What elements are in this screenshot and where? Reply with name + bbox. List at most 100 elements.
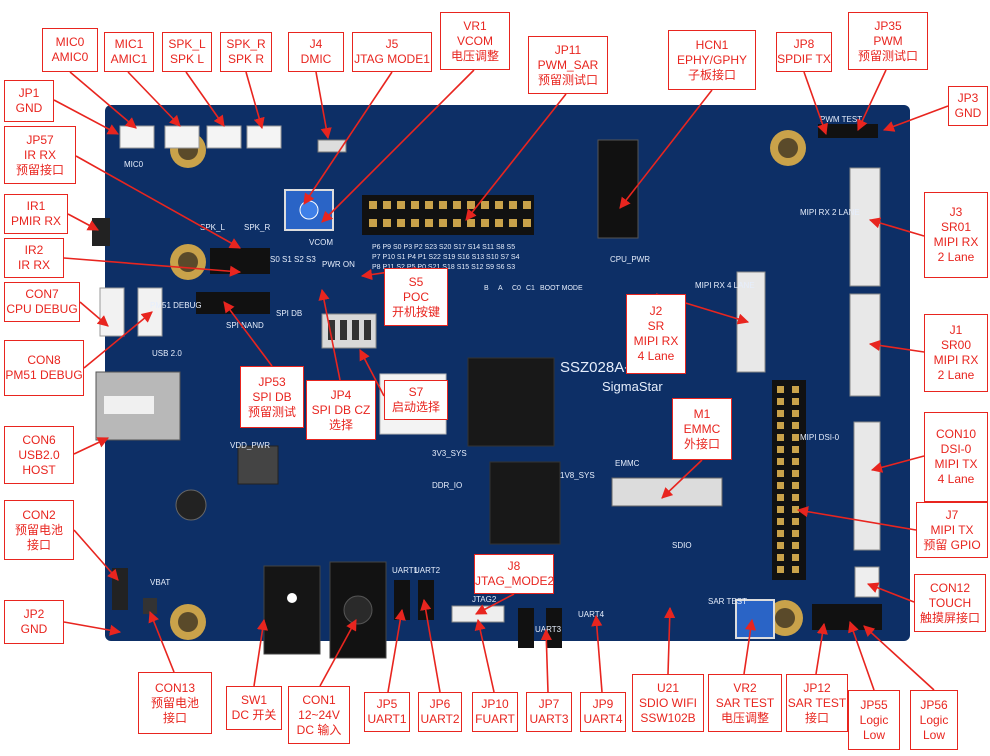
header-pin — [792, 410, 799, 417]
leader-line-mic0 — [69, 71, 137, 129]
header-pin — [369, 201, 377, 209]
dram-chip — [489, 461, 561, 545]
header-pin — [777, 446, 784, 453]
callout-line: J7 — [945, 507, 959, 522]
callout-line: U21 — [656, 680, 679, 695]
header-pin — [397, 201, 405, 209]
leader-line-mic1 — [127, 71, 181, 127]
electrolytic-capacitor — [175, 489, 207, 521]
callout-line: DC 开关 — [231, 708, 277, 722]
silkscreen-label: PWM TEST — [820, 115, 862, 124]
header-pin — [792, 386, 799, 393]
callout-line: CPU DEBUG — [6, 302, 78, 316]
silkscreen-label: UART1 — [392, 566, 419, 575]
callout-line: SW1 — [240, 693, 267, 707]
callout-line: S5 — [408, 274, 424, 289]
callout-line: SR01 — [940, 220, 972, 234]
header-pin — [792, 434, 799, 441]
callout-line: J8 — [507, 559, 521, 573]
callout-line: JP12 — [803, 680, 831, 695]
callout-line: S7 — [408, 385, 424, 399]
leader-line-spkr — [245, 71, 265, 130]
header-pin — [792, 470, 799, 477]
header-pin — [777, 422, 784, 429]
leader-line-jp1 — [53, 99, 119, 135]
header-pin — [777, 434, 784, 441]
callout-line: 开机按键 — [391, 304, 440, 319]
callout-line: CON13 — [154, 680, 195, 695]
uart-header — [518, 608, 534, 648]
silk-pin-row: P7 P10 S1 P4 P1 S22 S19 S16 S13 S10 S7 S… — [372, 254, 520, 261]
callout-line: HCN1 — [695, 37, 729, 52]
callout-line: PM51 DEBUG — [5, 368, 83, 382]
leader-line-jp5 — [387, 608, 406, 693]
leader-line-j3 — [868, 217, 925, 237]
callout-line: Low — [862, 727, 885, 742]
leader-line-jp8 — [803, 71, 828, 136]
callout-line: CON12 — [929, 580, 970, 595]
dmic-connector — [317, 139, 347, 153]
callout-line: SDIO WIFI — [639, 695, 697, 710]
callout-line: 选择 — [328, 417, 353, 432]
callout-line: 预留 GPIO — [923, 537, 981, 552]
header-pin — [792, 422, 799, 429]
callout-line: 子板接口 — [687, 67, 736, 82]
header-pin — [792, 446, 799, 453]
mounting-hole-center — [778, 138, 798, 158]
leader-line-jp56 — [863, 625, 935, 691]
callout-line: DSI-0 — [940, 442, 972, 456]
callout-line: SPI DB — [252, 389, 292, 404]
header-pin — [383, 219, 391, 227]
header-pin — [411, 201, 419, 209]
callout-line: PWM — [873, 33, 903, 48]
callout-line: JP35 — [874, 18, 902, 33]
callout-line: CON1 — [302, 692, 336, 707]
callout-line: SPK L — [169, 52, 205, 66]
callout-line: PWM_SAR — [537, 57, 599, 72]
leader-line-jp7 — [540, 628, 552, 693]
callout-line: 4 Lane — [637, 349, 675, 363]
callout-line: IR2 — [24, 243, 44, 257]
silkscreen-label: SAR TEST — [708, 597, 747, 606]
callout-line: Logic — [919, 712, 949, 727]
silkscreen-label: PWR ON — [322, 260, 355, 269]
header-pin — [453, 219, 461, 227]
callout-line: J2 — [649, 304, 663, 318]
callout-line: 预留测试口 — [537, 72, 598, 87]
header-pin — [383, 201, 391, 209]
header-pin — [777, 482, 784, 489]
header-pin — [792, 398, 799, 405]
callout-line: JP6 — [429, 697, 451, 711]
header-pin — [792, 506, 799, 513]
leader-line-jp2 — [63, 621, 122, 636]
callout-line: SPK_R — [226, 37, 266, 51]
callout-line: JP7 — [538, 697, 560, 711]
callout-line: Low — [922, 727, 945, 742]
silkscreen-label: JTAG2 — [472, 595, 497, 604]
silk-pin-row: P6 P9 S0 P3 P2 S23 S20 S17 S14 S11 S8 S5 — [372, 244, 515, 251]
callout-line: POC — [402, 289, 429, 304]
callout-line: CON2 — [22, 507, 56, 522]
leader-line-jp11 — [465, 93, 567, 221]
callout-line: MIC0 — [55, 35, 85, 49]
header-pin — [439, 219, 447, 227]
leader-line-vr1 — [321, 69, 475, 223]
audio-connector — [119, 125, 155, 149]
silkscreen-label: S0 S1 S2 S3 — [270, 255, 316, 264]
silk-pin-row: P8 P11 S2 P5 P0 S21 S18 S15 S12 S9 S6 S3 — [372, 264, 515, 271]
callout-line: Logic — [859, 712, 889, 727]
header-pin — [481, 201, 489, 209]
callout-line: SPK_L — [168, 37, 206, 51]
boot-table-header: C0 — [512, 285, 521, 292]
header-pin — [453, 201, 461, 209]
callout-line: JP9 — [592, 697, 614, 711]
